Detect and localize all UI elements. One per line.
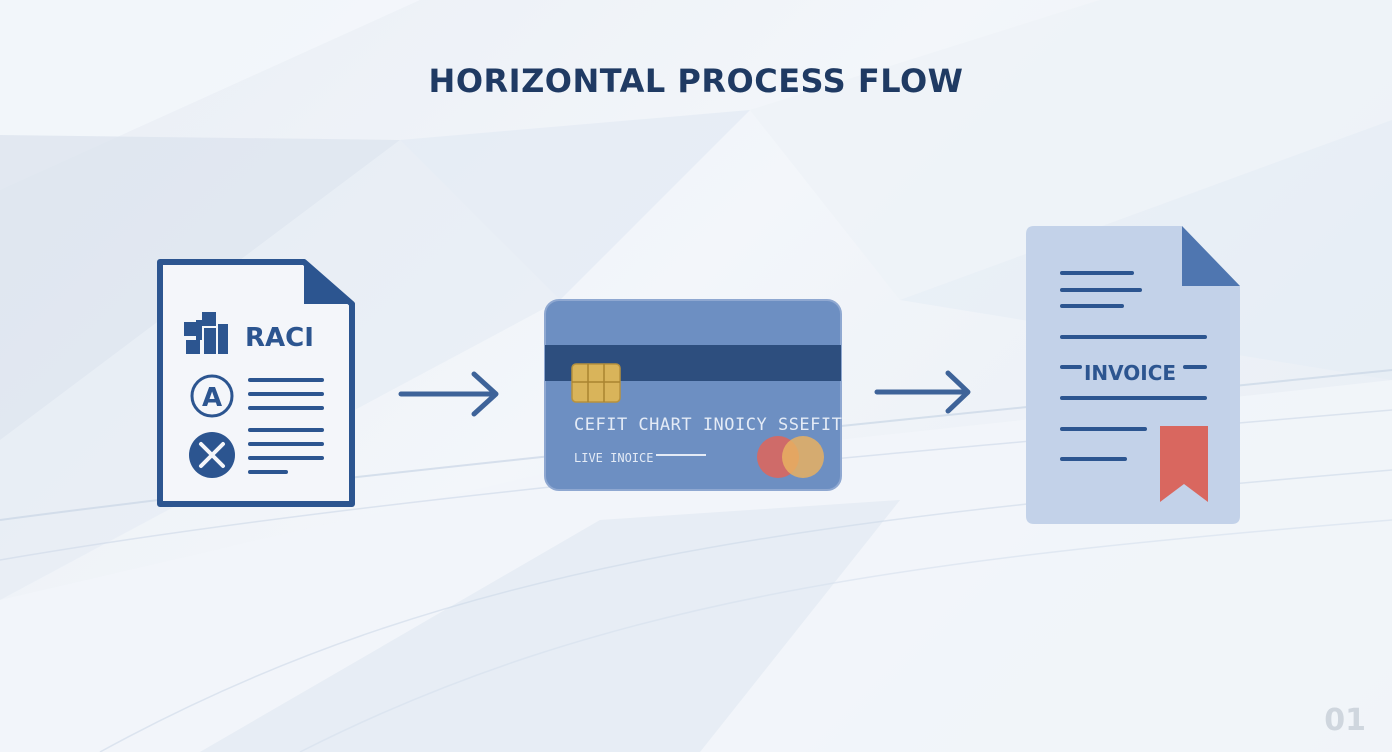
- puzzle-icon: [184, 312, 228, 354]
- card-holder-text: LIVE INOICE: [574, 451, 653, 465]
- page-title: HORIZONTAL PROCESS FLOW: [428, 62, 964, 100]
- invoice-document-icon: INVOICE: [1026, 226, 1240, 524]
- card-network-logo: [757, 436, 824, 478]
- card-number-text: CEFIT CHART INOICY SSEFIT: [574, 415, 842, 435]
- invoice-lines: [1060, 271, 1207, 461]
- arrow-right-icon: [874, 370, 971, 414]
- bookmark-icon: [1160, 426, 1208, 502]
- page-number: 01: [1324, 703, 1366, 738]
- raci-label: RACI: [245, 323, 314, 353]
- arrow-right-icon: [398, 371, 499, 417]
- credit-card-icon: CEFIT CHART INOICY SSEFIT LIVE INOICE: [544, 299, 842, 491]
- close-circle-icon: [189, 432, 235, 478]
- accountable-mark: A: [202, 383, 222, 413]
- invoice-label: INVOICE: [1084, 361, 1176, 385]
- raci-document-icon: RACI A: [157, 259, 355, 507]
- accountable-icon: A: [190, 374, 234, 418]
- text-lines: [248, 378, 324, 474]
- chip-icon: [571, 363, 621, 403]
